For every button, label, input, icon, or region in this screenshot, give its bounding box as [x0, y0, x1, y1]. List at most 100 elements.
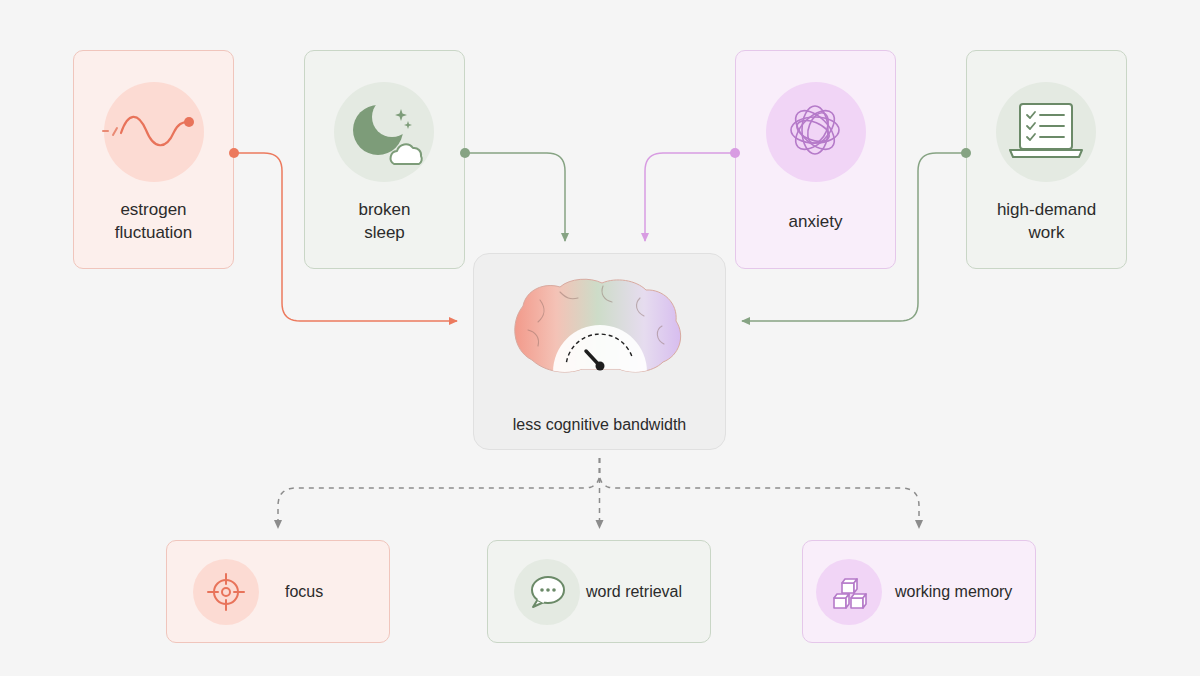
target-tick [225, 600, 227, 610]
text-block: working memory [895, 541, 1012, 642]
icon-disc [334, 82, 434, 182]
block-top [842, 579, 857, 583]
text-block: estrogen fluctuation [74, 198, 233, 244]
target-tick [208, 591, 218, 593]
text-block: broken sleep [305, 198, 464, 244]
gauge-face [553, 325, 647, 372]
icon-disc [996, 82, 1096, 182]
connector-start-dot [460, 148, 470, 158]
node-label: less cognitive bandwidth [485, 413, 715, 436]
block-top [851, 594, 866, 598]
star [404, 121, 412, 129]
factor-box: anxiety [735, 50, 896, 269]
text-block: word retrieval [586, 541, 682, 642]
icon-disc [104, 82, 204, 182]
connector-arrow [278, 458, 600, 528]
brain-shape [515, 279, 681, 372]
connector-arrow [599, 458, 601, 528]
tangle-loop [802, 106, 828, 154]
wave-dash [103, 130, 108, 132]
effect-box: focus [166, 540, 390, 643]
node-label: estrogen fluctuation [99, 198, 209, 244]
text-block: anxiety [736, 198, 895, 244]
effect-box: working memory [802, 540, 1036, 643]
cloud [391, 144, 422, 164]
icon-disc [193, 559, 259, 625]
bubble-dot [540, 588, 544, 592]
target-ring [214, 580, 238, 604]
block-side [846, 594, 849, 608]
speech-bubble-icon [514, 559, 580, 625]
icon-disc [816, 559, 882, 625]
bubble [532, 577, 564, 603]
block-face [834, 598, 846, 608]
target-tick [225, 574, 227, 584]
node-label: broken sleep [345, 198, 425, 244]
effect-box: word retrieval [487, 540, 711, 643]
brain-gauge-illustration [515, 279, 681, 372]
connector-arrow [234, 153, 457, 321]
factor-box: estrogen fluctuation [73, 50, 234, 269]
connector-arrow [600, 458, 920, 528]
moon-crescent [353, 105, 403, 155]
connector-start-dot [229, 148, 239, 158]
target-center [222, 588, 230, 596]
tangle-loop [789, 104, 841, 156]
blocks-icon [816, 559, 882, 625]
laptop-icon [996, 82, 1096, 182]
text-block: focus [285, 541, 323, 642]
node-label: word retrieval [586, 580, 682, 603]
block-side [863, 594, 866, 608]
check-mark [1027, 123, 1035, 129]
gauge-pivot [596, 362, 605, 371]
connector-arrow [465, 153, 565, 241]
node-label: high-demand work [992, 198, 1102, 244]
wave-dash [113, 128, 117, 135]
text-block: high-demand work [967, 198, 1126, 244]
tangle-loop [794, 116, 832, 145]
tangle-loop [789, 104, 841, 156]
check-mark [1027, 112, 1035, 118]
node-label: working memory [895, 580, 1012, 603]
node-label: focus [285, 580, 323, 603]
block-face [842, 583, 854, 593]
central-box: less cognitive bandwidth [473, 253, 726, 450]
brain-fold [560, 292, 578, 299]
icon-disc [766, 82, 866, 182]
check-line [1040, 125, 1064, 127]
brain-fold [538, 300, 544, 322]
block-face [851, 598, 863, 608]
star [395, 109, 407, 121]
text-block: less cognitive bandwidth [474, 411, 725, 437]
check-mark [1027, 134, 1035, 140]
factor-box: high-demand work [966, 50, 1127, 269]
block-top [834, 594, 849, 598]
bubble-dot [546, 588, 550, 592]
moon-icon [334, 82, 434, 182]
connector-arrow [742, 153, 966, 321]
icon-disc [514, 559, 580, 625]
connector-start-dot [961, 148, 971, 158]
connector-arrow [645, 153, 735, 241]
brain-fold [637, 298, 644, 316]
wave-dot [184, 117, 194, 127]
target-tick [234, 591, 244, 593]
brain-fold [657, 326, 664, 344]
brain-fold [528, 330, 539, 346]
tangle-loop [791, 117, 839, 143]
check-line [1040, 114, 1064, 116]
gauge-scale [567, 334, 632, 362]
brain-fold [602, 286, 612, 302]
laptop-base [1010, 150, 1082, 157]
check-line [1040, 136, 1064, 138]
tangle-icon [766, 82, 866, 182]
laptop-screen [1020, 104, 1072, 149]
gauge-needle [586, 351, 600, 366]
wave-line [121, 117, 188, 145]
bubble-tail [533, 599, 544, 607]
tangle-loop [804, 110, 833, 146]
block-side [854, 579, 857, 593]
factor-box: broken sleep [304, 50, 465, 269]
